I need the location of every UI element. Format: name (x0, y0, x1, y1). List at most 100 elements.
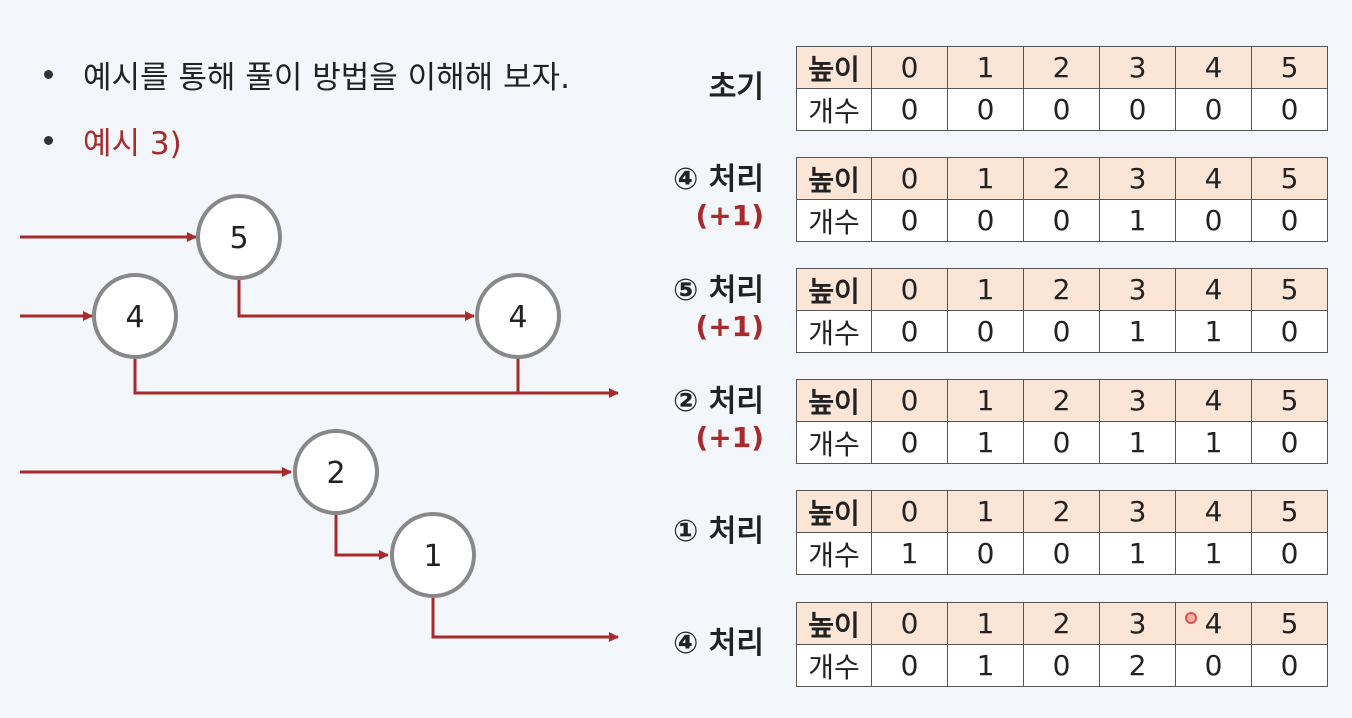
histogram-table: 높이 0 1 2 3 4 5 개수 0 0 0 1 0 0 (796, 157, 1328, 242)
height-row: 높이 0 1 2 3 4 5 (796, 268, 1328, 311)
height-cell: 4 (1175, 602, 1252, 645)
step-title: ① 처리 (672, 514, 764, 549)
row-label: 개수 (796, 644, 872, 687)
height-row: 높이 0 1 2 3 4 5 (796, 157, 1328, 200)
count-cell: 1 (871, 532, 948, 575)
count-cell: 1 (1175, 421, 1252, 464)
count-cell: 0 (1023, 310, 1100, 353)
bullet-list: 예시를 통해 풀이 방법을 이해해 보자. 예시 3) (40, 50, 570, 182)
histogram-table: 높이 0 1 2 3 4 5 개수 0 1 0 2 0 0 (796, 602, 1328, 687)
height-cell: 3 (1099, 46, 1176, 89)
count-row: 개수 0 0 0 0 0 0 (796, 88, 1328, 131)
height-cell: 1 (947, 379, 1024, 422)
bullet-text: 예시를 통해 풀이 방법을 이해해 보자. (83, 59, 570, 96)
height-cell: 1 (947, 268, 1024, 311)
count-cell: 2 (1099, 644, 1176, 687)
histogram-table: 높이 0 1 2 3 4 5 개수 1 0 0 1 1 0 (796, 490, 1328, 575)
height-cell: 2 (1023, 490, 1100, 533)
height-cell: 3 (1099, 602, 1176, 645)
step-title: ④ 처리 (672, 626, 764, 661)
node: 4 (92, 273, 178, 359)
count-row: 개수 0 0 0 1 1 0 (796, 310, 1328, 353)
height-cell: 3 (1099, 490, 1176, 533)
row-label: 개수 (796, 532, 872, 575)
count-cell: 0 (947, 199, 1024, 242)
histogram-table: 높이 0 1 2 3 4 5 개수 0 0 0 1 1 0 (796, 268, 1328, 353)
step-title: ④ 처리 (672, 162, 764, 197)
step-label: ④ 처리 (+1) (673, 162, 764, 234)
node-label: 2 (326, 456, 345, 491)
bullet-dot (44, 69, 53, 79)
count-cell: 0 (947, 532, 1024, 575)
height-cell: 0 (871, 379, 948, 422)
row-label: 개수 (796, 199, 872, 242)
count-cell: 1 (1099, 199, 1176, 242)
height-cell: 4 (1175, 379, 1252, 422)
step-title: ⑤ 처리 (672, 273, 764, 308)
height-cell: 0 (871, 46, 948, 89)
height-cell: 3 (1099, 379, 1176, 422)
count-cell: 0 (871, 199, 948, 242)
count-cell: 0 (1251, 644, 1328, 687)
height-cell: 5 (1251, 268, 1328, 311)
height-cell: 4 (1175, 268, 1252, 311)
row-label: 높이 (796, 602, 872, 645)
arrow-2-to-1 (334, 513, 389, 560)
node-label: 5 (229, 221, 248, 256)
row-label: 개수 (796, 88, 872, 131)
height-cell: 3 (1099, 268, 1176, 311)
bullet-text-example: 예시 3) (83, 125, 182, 162)
height-cell: 2 (1023, 268, 1100, 311)
step-label: 초기 (709, 70, 764, 106)
count-cell: 0 (947, 88, 1024, 131)
height-cell: 2 (1023, 157, 1100, 200)
count-cell: 0 (1023, 199, 1100, 242)
count-cell: 0 (871, 310, 948, 353)
count-cell: 0 (871, 88, 948, 131)
count-cell: 1 (1099, 421, 1176, 464)
row-label: 개수 (796, 310, 872, 353)
count-cell: 0 (1023, 532, 1100, 575)
height-cell: 4 (1175, 46, 1252, 89)
node-label: 1 (423, 539, 442, 574)
height-cell: 1 (947, 157, 1024, 200)
count-cell: 0 (1251, 421, 1328, 464)
count-cell: 0 (1251, 88, 1328, 131)
count-cell: 1 (1175, 532, 1252, 575)
count-cell: 0 (871, 644, 948, 687)
row-label: 개수 (796, 421, 872, 464)
height-cell: 0 (871, 602, 948, 645)
count-row: 개수 0 1 0 1 1 0 (796, 421, 1328, 464)
count-cell: 0 (1175, 644, 1252, 687)
node: 1 (390, 512, 476, 598)
height-cell: 2 (1023, 379, 1100, 422)
height-cell: 3 (1099, 157, 1176, 200)
count-cell: 0 (871, 421, 948, 464)
arrow-4a-out (133, 357, 619, 398)
node-label: 4 (508, 300, 527, 335)
count-cell: 0 (1023, 421, 1100, 464)
step-title: 초기 (708, 70, 764, 105)
height-cell: 5 (1251, 157, 1328, 200)
count-cell: 0 (1099, 88, 1176, 131)
row-label: 높이 (796, 379, 872, 422)
histogram-table: 높이 0 1 2 3 4 5 개수 0 0 0 0 0 0 (796, 46, 1328, 131)
step-sub: (+1) (695, 421, 764, 454)
bullet-item: 예시 3) (40, 116, 570, 164)
height-cell: 5 (1251, 46, 1328, 89)
height-cell: 5 (1251, 379, 1328, 422)
arrow-1-out (431, 596, 619, 642)
height-cell: 2 (1023, 46, 1100, 89)
height-cell: 4 (1175, 157, 1252, 200)
height-cell: 5 (1251, 490, 1328, 533)
height-cell: 1 (947, 46, 1024, 89)
height-cell: 4 (1175, 490, 1252, 533)
count-cell: 1 (947, 644, 1024, 687)
step-label: ② 처리 (+1) (673, 384, 764, 456)
count-cell: 0 (1023, 644, 1100, 687)
height-cell: 0 (871, 157, 948, 200)
row-label: 높이 (796, 490, 872, 533)
height-cell: 5 (1251, 602, 1328, 645)
bullet-dot (44, 135, 53, 145)
height-cell: 1 (947, 602, 1024, 645)
